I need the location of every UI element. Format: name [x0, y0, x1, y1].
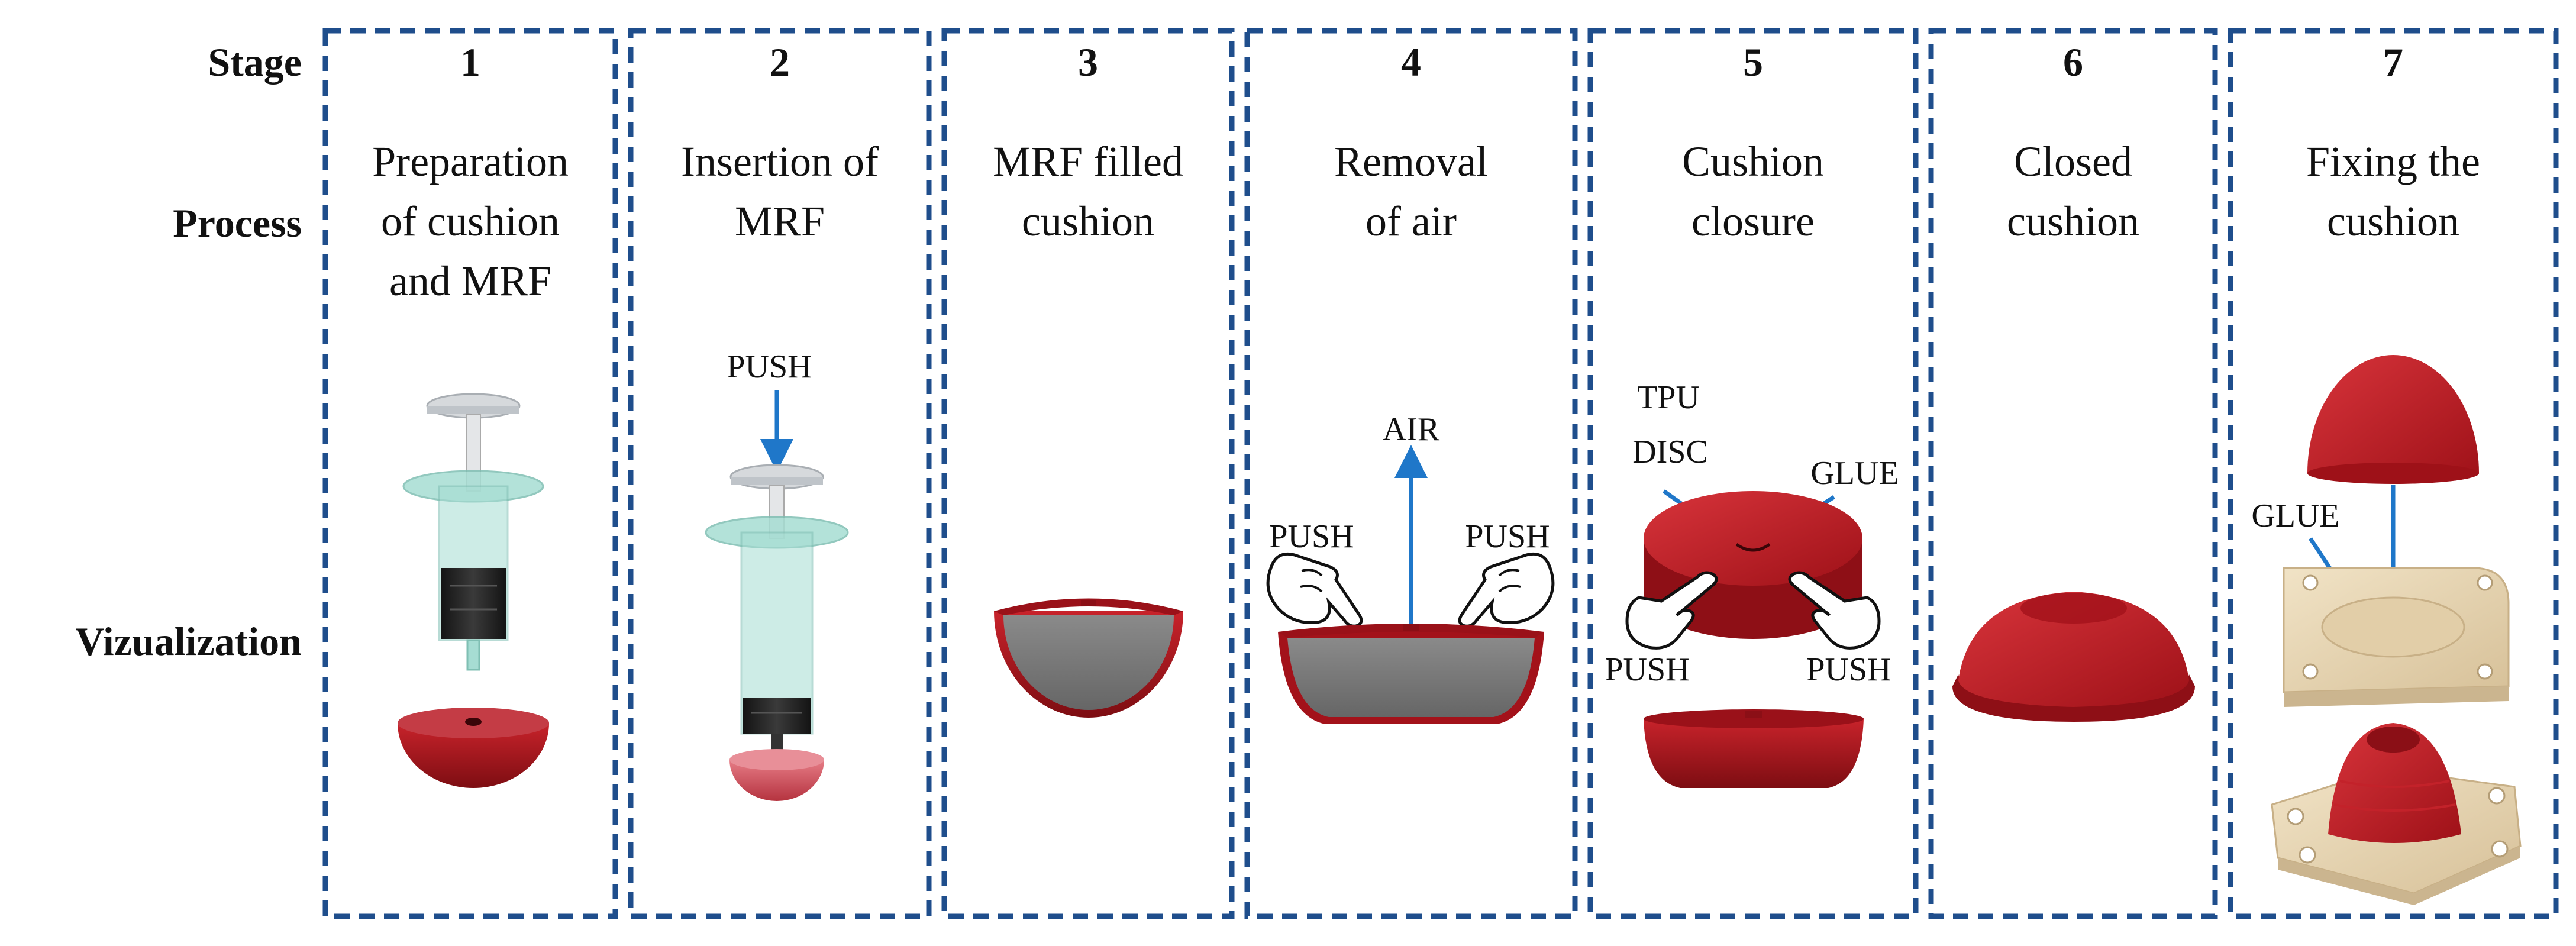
stage7-assembled — [2271, 723, 2522, 905]
push-label: PUSH — [727, 348, 811, 385]
stage-number: 6 — [2063, 40, 2083, 85]
stage-number: 7 — [2383, 40, 2403, 85]
stage-number: 3 — [1078, 40, 1098, 85]
stage-frame-6 — [1928, 28, 2218, 919]
process-line: of cushion — [381, 198, 560, 245]
stage-frame-4 — [1244, 28, 1578, 919]
process-line: Insertion of — [681, 138, 879, 185]
hand-pointer-icon — [1625, 571, 1718, 650]
stage-frame-7 — [2228, 28, 2559, 919]
process-line: Removal — [1334, 138, 1488, 185]
stage-frame-2 — [628, 28, 932, 919]
process-line: cushion — [1022, 198, 1154, 245]
process-line: and MRF — [389, 257, 551, 305]
stage2-cushion — [729, 749, 824, 801]
stage1-cushion — [398, 708, 549, 788]
stage-frame-1 — [322, 28, 618, 919]
process-line: Fixing the — [2306, 138, 2480, 185]
stage-number: 1 — [460, 40, 480, 85]
tpu-label: TPU — [1637, 379, 1700, 416]
row-label-visualization: Vizualization — [75, 619, 302, 664]
hand-pointer-icon — [1788, 571, 1881, 650]
disc-label: DISC — [1632, 434, 1708, 470]
row-label-stage: Stage — [208, 40, 302, 85]
hand-pointer-icon — [1458, 552, 1555, 628]
stage1-syringe — [402, 393, 544, 671]
process-line: cushion — [2327, 198, 2459, 245]
stage5-cushion — [1644, 709, 1864, 788]
process-line: closure — [1691, 198, 1815, 245]
process-line: MRF filled — [993, 138, 1183, 185]
stage7-top-cushion — [2307, 355, 2479, 484]
process-line: MRF — [735, 198, 825, 245]
row-label-process: Process — [173, 201, 302, 246]
process-line: of air — [1366, 198, 1457, 245]
stage-number: 4 — [1401, 40, 1421, 85]
stage2-syringe — [705, 464, 849, 757]
stage5-tpu-disc — [1644, 491, 1862, 639]
stage-frame-3 — [941, 28, 1235, 919]
push-label: PUSH — [1806, 651, 1891, 688]
process-line: Closed — [2014, 138, 2132, 185]
stage-number: 2 — [770, 40, 790, 85]
process-line: cushion — [2007, 198, 2139, 245]
process-line: Cushion — [1682, 138, 1824, 185]
air-label: AIR — [1383, 411, 1440, 448]
hand-pointer-icon — [1266, 552, 1363, 628]
stage-number: 5 — [1743, 40, 1763, 85]
glue-label: GLUE — [1810, 455, 1899, 492]
stage7-base-plate — [2283, 567, 2510, 707]
push-label: PUSH — [1605, 651, 1689, 688]
push-label: PUSH — [1269, 518, 1354, 555]
stage3-filled-cushion — [994, 598, 1183, 718]
process-line: Preparation — [372, 138, 569, 185]
stage4-cushion — [1278, 624, 1544, 724]
stage6-closed-cushion — [1952, 592, 2195, 722]
stage-frame-5 — [1587, 28, 1919, 919]
glue-label: GLUE — [2251, 498, 2339, 534]
push-label: PUSH — [1465, 518, 1550, 555]
